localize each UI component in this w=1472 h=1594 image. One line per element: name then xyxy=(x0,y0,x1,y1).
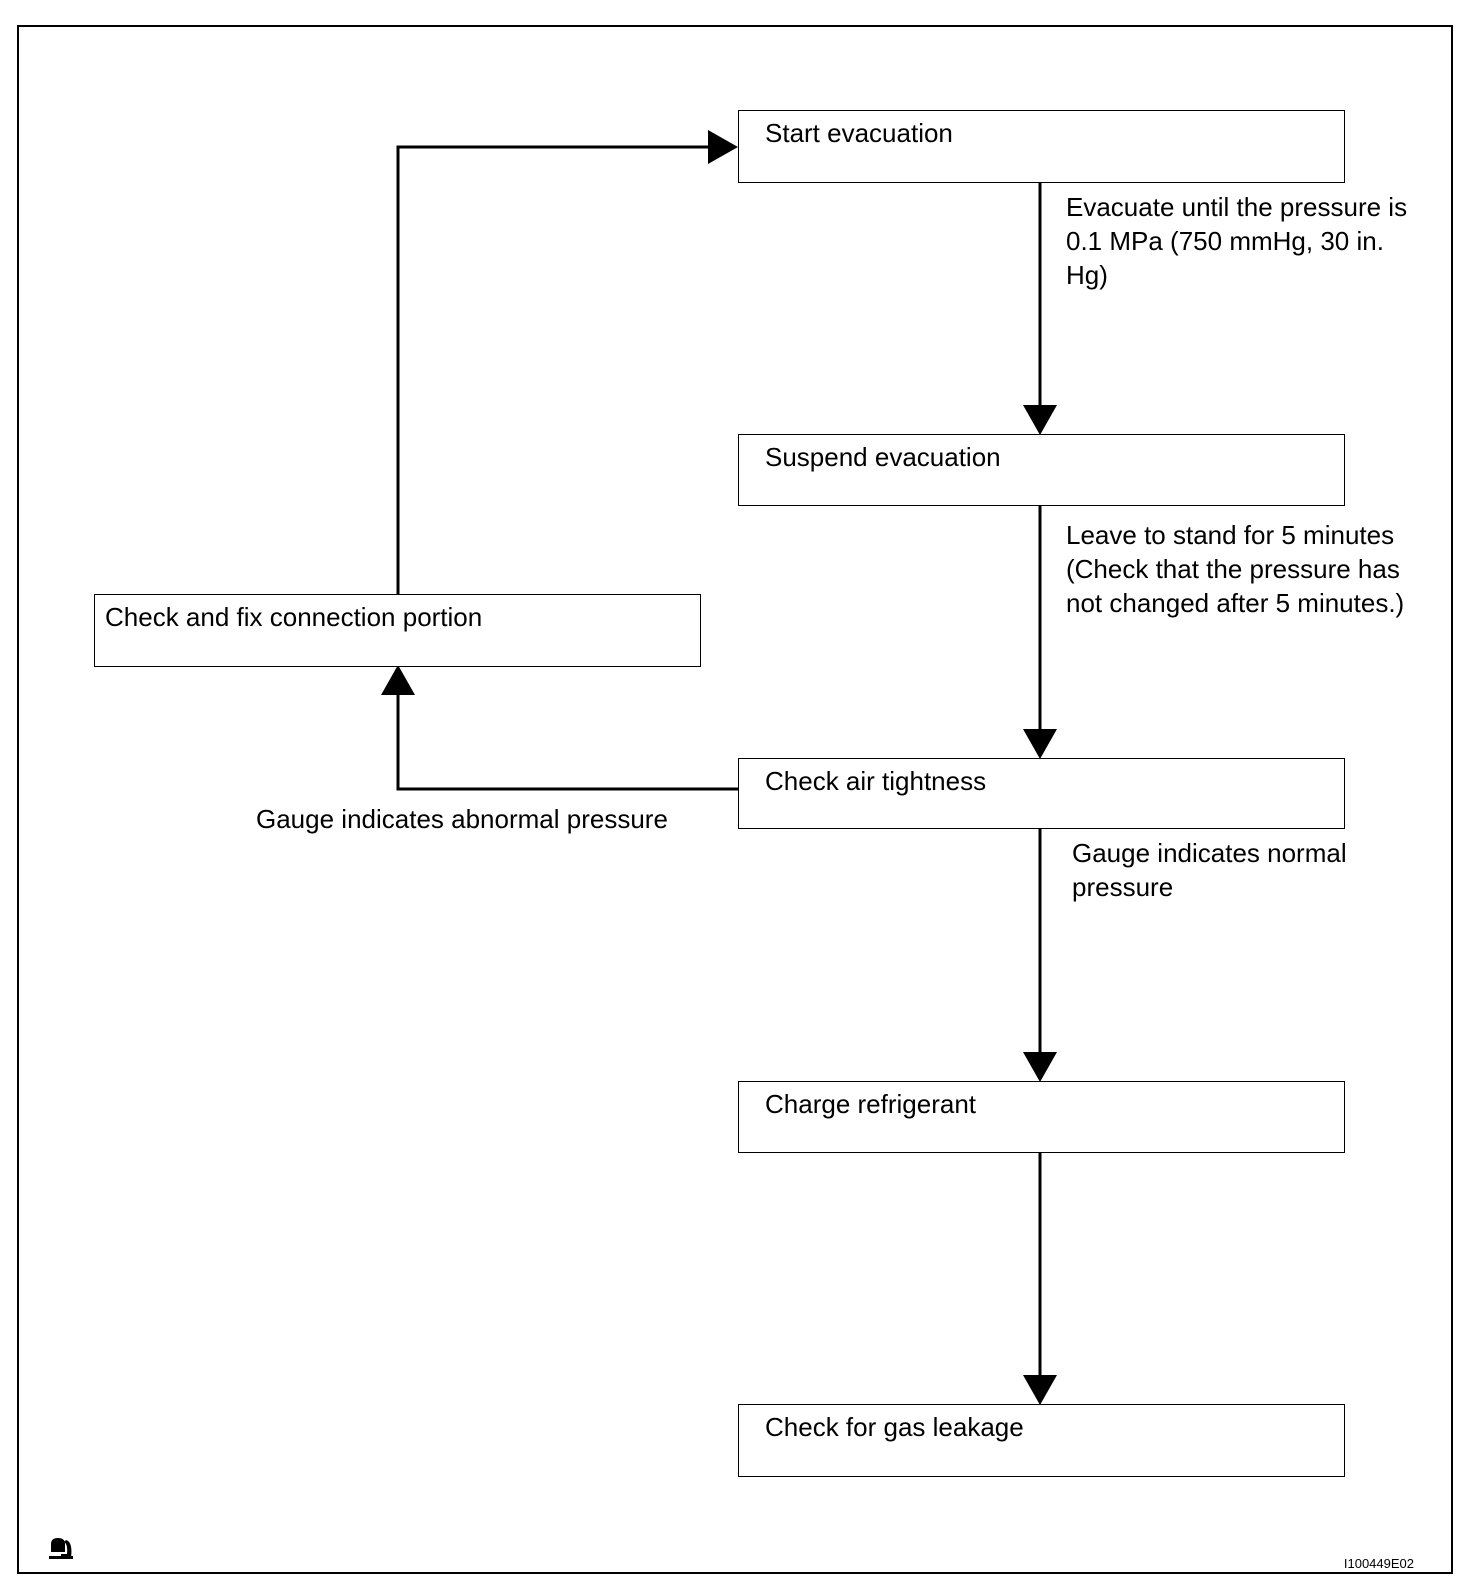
arrowhead-leak xyxy=(1023,1375,1057,1405)
step-check-fix-connection: Check and fix connection portion xyxy=(94,594,701,667)
note-line: Gauge indicates normal xyxy=(1072,838,1347,868)
arrowhead-start xyxy=(708,130,738,164)
figure-id: I100449E02 xyxy=(1343,1556,1414,1571)
step-label: Check for gas leakage xyxy=(765,1412,1024,1442)
publisher-mark-icon xyxy=(49,1538,73,1559)
step-check-air-tightness: Check air tightness xyxy=(738,758,1345,829)
note-line: Evacuate until the pressure is xyxy=(1066,192,1408,222)
step-check-gas-leakage: Check for gas leakage xyxy=(738,1404,1345,1477)
note-gauge-abnormal: Gauge indicates abnormal pressure xyxy=(256,804,668,834)
step-label: Suspend evacuation xyxy=(765,442,1001,472)
note-line: 0.1 MPa (750 mmHg, 30 in. xyxy=(1066,226,1384,256)
arrow-check-to-fix xyxy=(396,692,738,791)
step-start-evacuation: Start evacuation xyxy=(738,110,1345,183)
note-gauge-normal: Gauge indicates normal pressure xyxy=(1072,836,1347,904)
note-line: Leave to stand for 5 minutes xyxy=(1066,520,1395,550)
note-leave-to-stand: Leave to stand for 5 minutes (Check that… xyxy=(1066,518,1404,620)
arrowhead-charge xyxy=(1023,1052,1057,1082)
arrowhead-check xyxy=(1023,729,1057,759)
arrow-fix-to-start xyxy=(396,145,712,594)
step-label: Check and fix connection portion xyxy=(105,602,483,632)
step-suspend-evacuation: Suspend evacuation xyxy=(738,434,1345,506)
diagram-frame xyxy=(17,25,1453,1574)
arrowhead-suspend xyxy=(1023,405,1057,435)
step-charge-refrigerant: Charge refrigerant xyxy=(738,1081,1345,1153)
step-label: Check air tightness xyxy=(765,766,987,796)
arrowhead-fix xyxy=(381,665,415,695)
note-line: pressure xyxy=(1072,872,1174,902)
note-line: Hg) xyxy=(1066,260,1108,290)
step-label: Start evacuation xyxy=(765,118,953,148)
note-line: not changed after 5 minutes.) xyxy=(1066,588,1405,618)
note-line: (Check that the pressure has xyxy=(1066,554,1400,584)
note-evacuate: Evacuate until the pressure is 0.1 MPa (… xyxy=(1066,190,1407,292)
step-label: Charge refrigerant xyxy=(765,1089,976,1119)
